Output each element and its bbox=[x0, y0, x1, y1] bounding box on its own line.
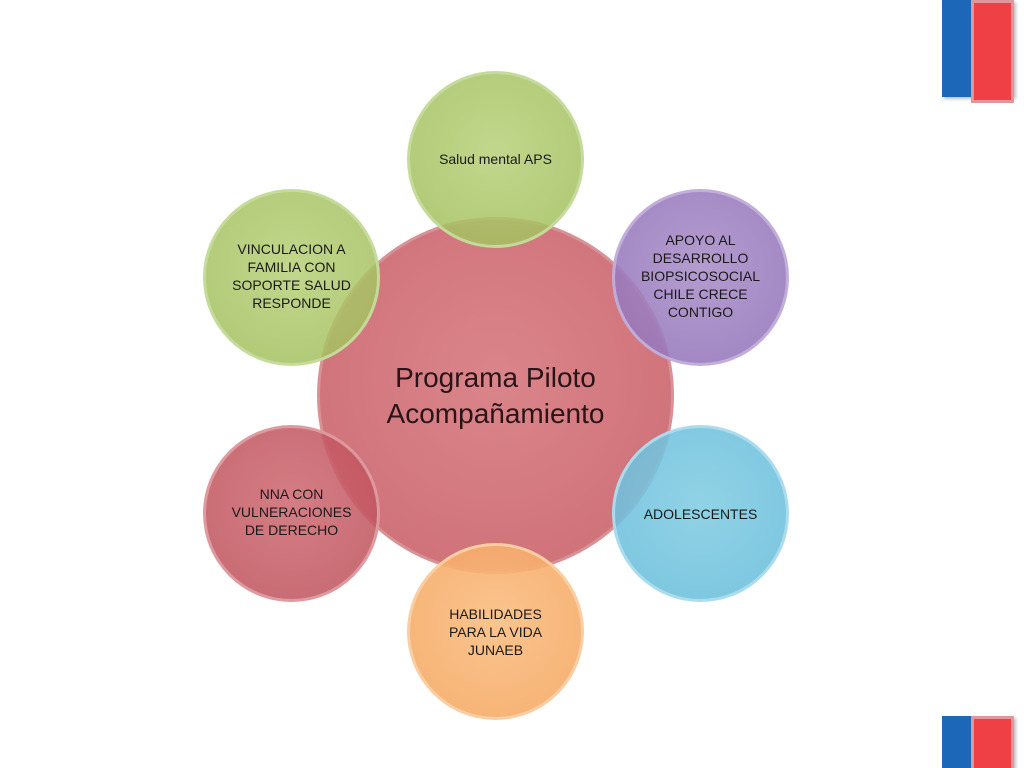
node-label-line: APOYO AL bbox=[665, 231, 736, 248]
node-label-line: DE DERECHO bbox=[244, 521, 339, 538]
node-label: NNA CON VULNERACIONES DE DERECHO bbox=[222, 485, 362, 539]
node-label-line: JUNAEB bbox=[467, 641, 524, 658]
node-label-line: BIOPSICOSOCIAL bbox=[640, 267, 761, 284]
node-label-line: Salud mental APS bbox=[439, 150, 552, 167]
node-label-line: VINCULACION A bbox=[237, 240, 346, 257]
center-node-label-line1: Programa Piloto bbox=[395, 361, 596, 393]
node-apoyo-desarrollo-biopsicosocial: APOYO AL DESARROLLO BIOPSICOSOCIAL CHILE… bbox=[612, 189, 789, 366]
chile-flag-top-decoration bbox=[942, 0, 1014, 103]
node-label-line: RESPONDE bbox=[252, 294, 331, 311]
node-label: VINCULACION A FAMILIA CON SOPORTE SALUD … bbox=[222, 240, 361, 312]
chile-flag-bottom-decoration bbox=[942, 716, 1014, 768]
flag-blue-stripe bbox=[942, 0, 972, 97]
node-salud-mental-aps: Salud mental APS bbox=[407, 71, 584, 248]
flag-red-stripe bbox=[971, 716, 1014, 768]
node-label-line: PARA LA VIDA bbox=[448, 623, 543, 640]
node-vinculacion-familia: VINCULACION A FAMILIA CON SOPORTE SALUD … bbox=[203, 189, 380, 366]
node-label-line: ADOLESCENTES bbox=[643, 505, 758, 522]
node-label: Salud mental APS bbox=[429, 150, 562, 168]
center-node-label-line2: Acompañamiento bbox=[386, 397, 605, 429]
node-label: APOYO AL DESARROLLO BIOPSICOSOCIAL CHILE… bbox=[631, 231, 770, 321]
node-label-line: CHILE CRECE bbox=[653, 285, 748, 302]
node-habilidades-para-la-vida: HABILIDADES PARA LA VIDA JUNAEB bbox=[407, 543, 584, 720]
node-nna-vulneraciones: NNA CON VULNERACIONES DE DERECHO bbox=[203, 425, 380, 602]
center-node-label: Programa Piloto Acompañamiento bbox=[377, 360, 615, 432]
node-label-line: HABILIDADES bbox=[449, 605, 542, 622]
node-label-line: CONTIGO bbox=[667, 303, 734, 320]
flag-red-stripe bbox=[971, 0, 1014, 103]
node-label-line: VULNERACIONES bbox=[231, 503, 352, 520]
flag-blue-stripe bbox=[942, 716, 972, 768]
node-label: HABILIDADES PARA LA VIDA JUNAEB bbox=[439, 605, 552, 659]
node-label-line: SOPORTE SALUD bbox=[232, 276, 351, 293]
node-label-line: NNA CON bbox=[259, 485, 324, 502]
node-label: ADOLESCENTES bbox=[634, 505, 768, 523]
node-label-line: DESARROLLO bbox=[652, 249, 749, 266]
node-adolescentes: ADOLESCENTES bbox=[612, 425, 789, 602]
node-label-line: FAMILIA CON bbox=[247, 258, 336, 275]
